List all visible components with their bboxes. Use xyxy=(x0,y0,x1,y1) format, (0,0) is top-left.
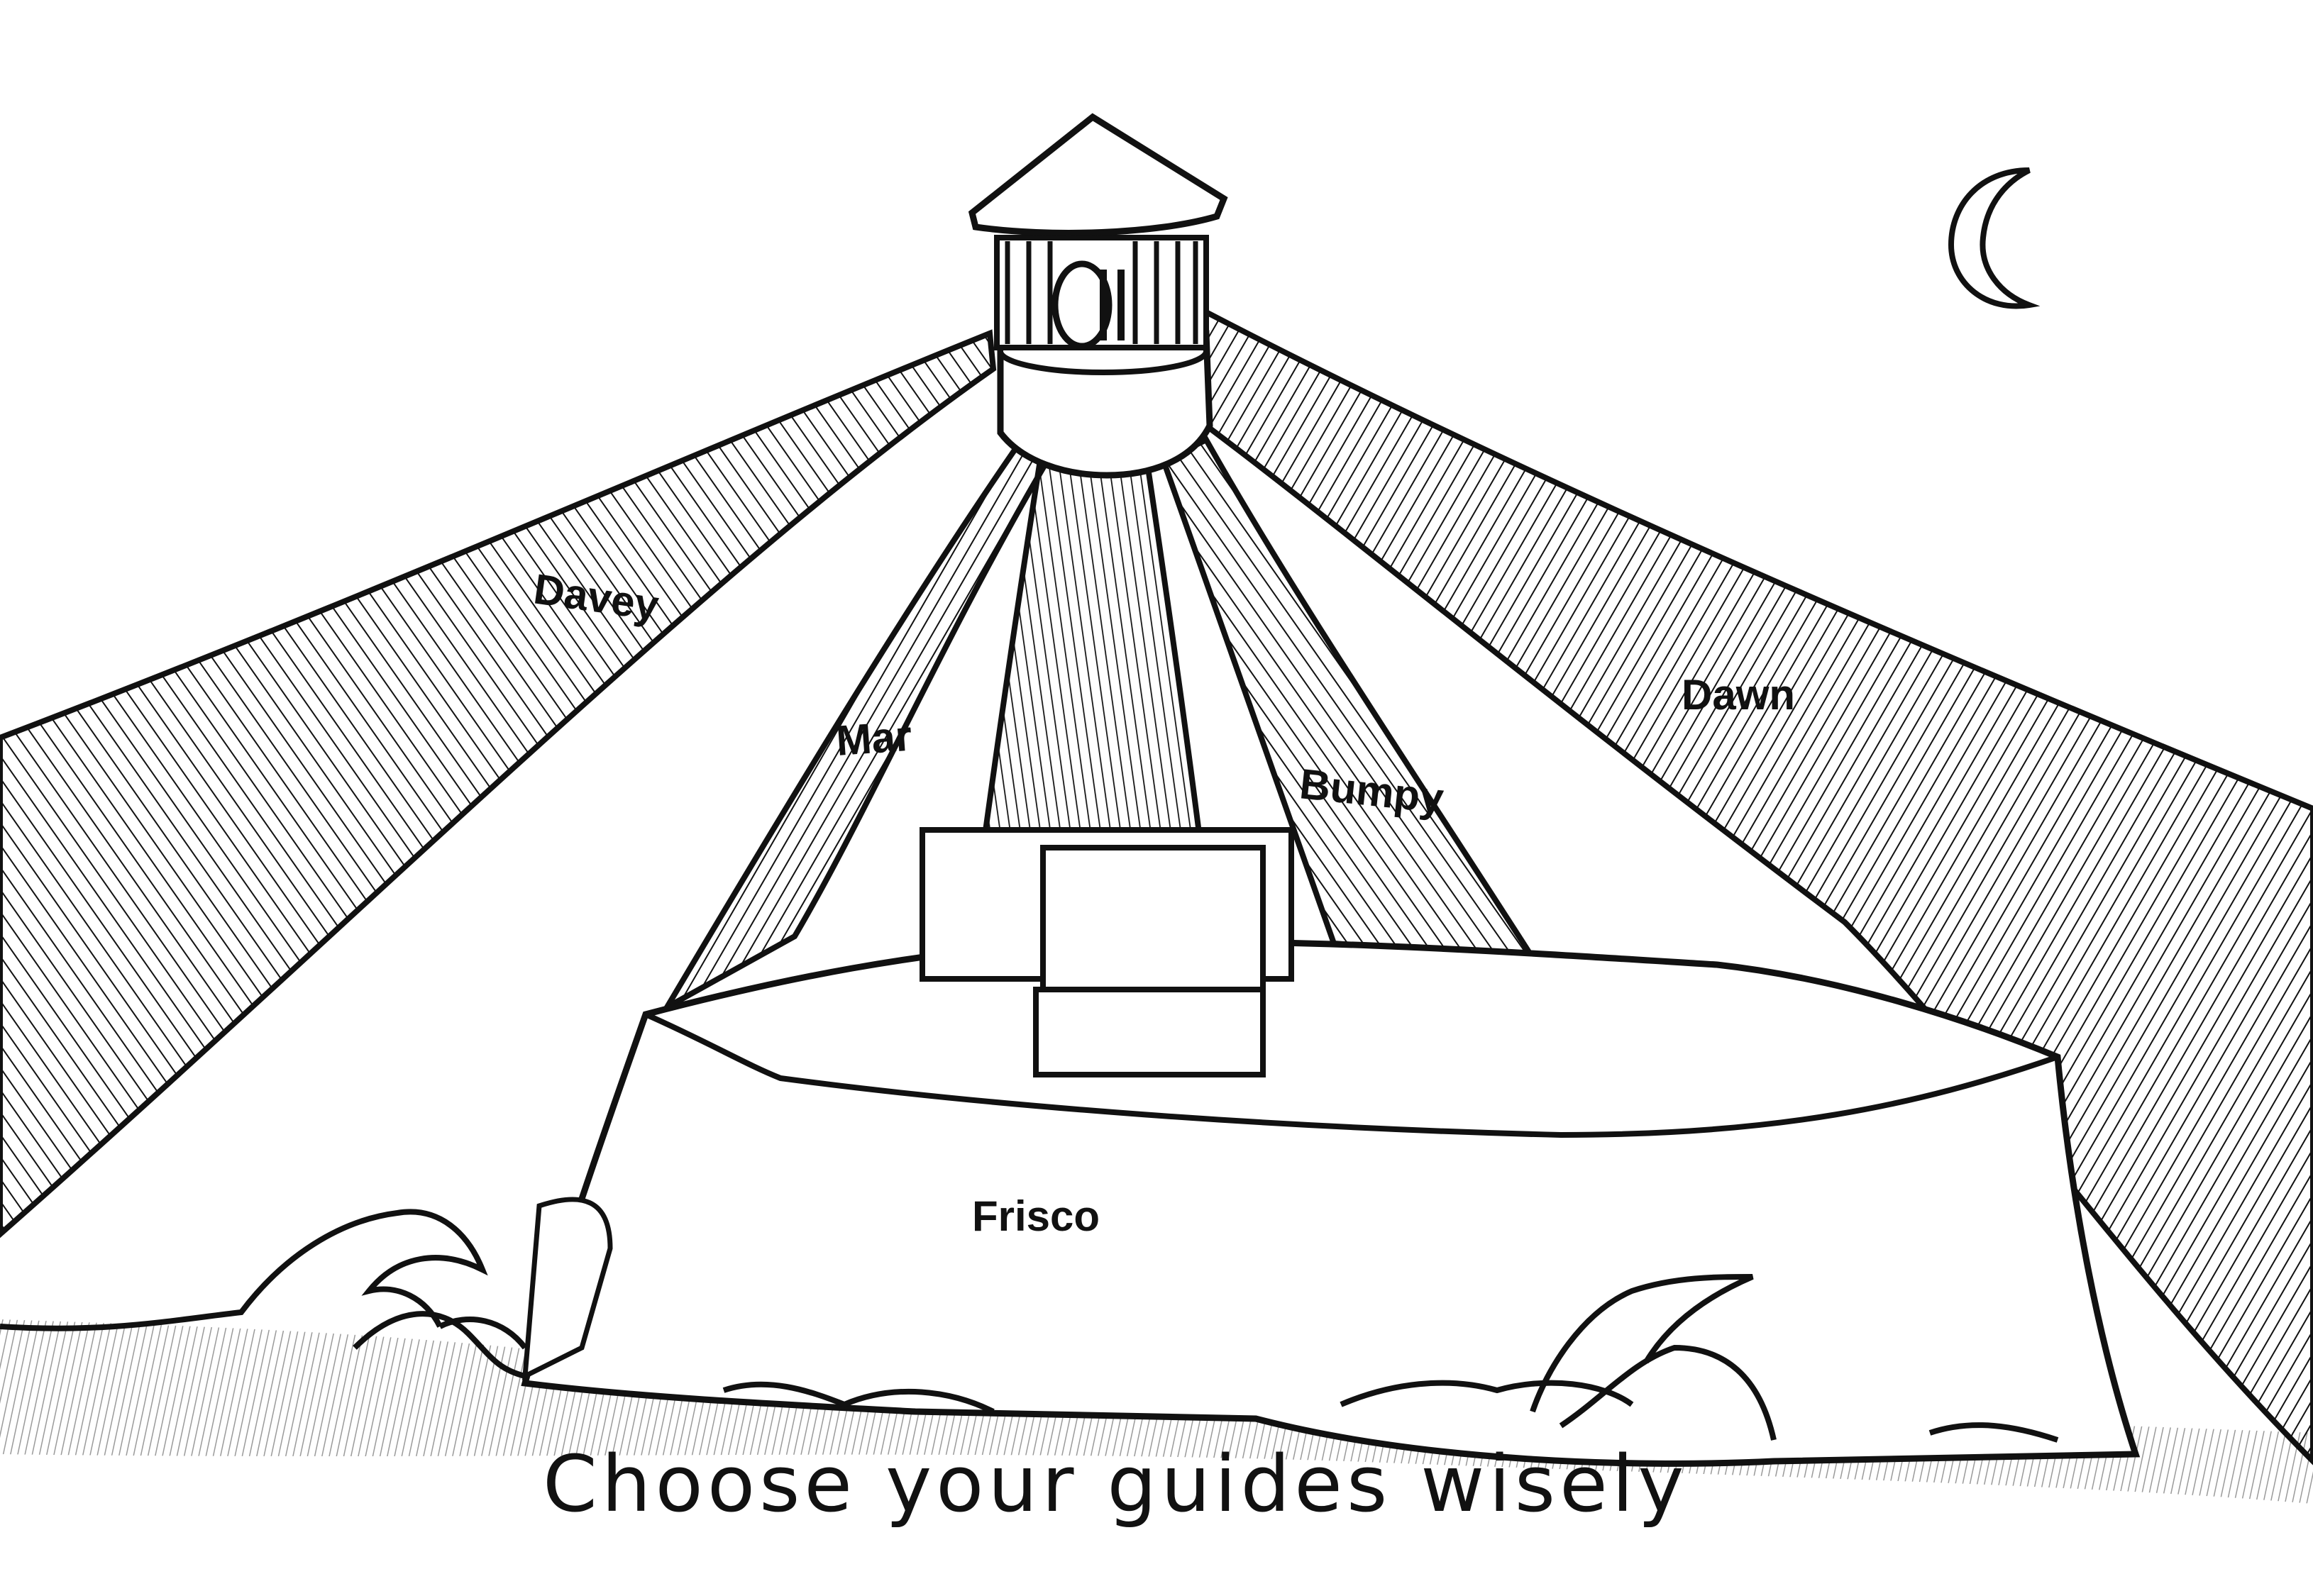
lighthouse-icon xyxy=(968,113,1228,479)
wave-icon xyxy=(0,1209,2059,1443)
rock-island-icon xyxy=(521,938,2141,1467)
caption: Choose your guides wisely xyxy=(543,1439,1688,1529)
lamp-icon xyxy=(1051,260,1113,350)
lighthouse-roof xyxy=(968,113,1228,236)
beam-davey xyxy=(0,329,997,1238)
beam-dawn xyxy=(1203,307,2313,1465)
keeper-house xyxy=(920,827,1294,1077)
moon-icon xyxy=(1948,167,2041,309)
beam-label-dawn: Dawn xyxy=(1682,671,1795,719)
beam-label-mar: Mar xyxy=(834,712,913,765)
beam-bumpy xyxy=(1160,436,1538,961)
beam-label-frisco: Frisco xyxy=(972,1192,1100,1240)
